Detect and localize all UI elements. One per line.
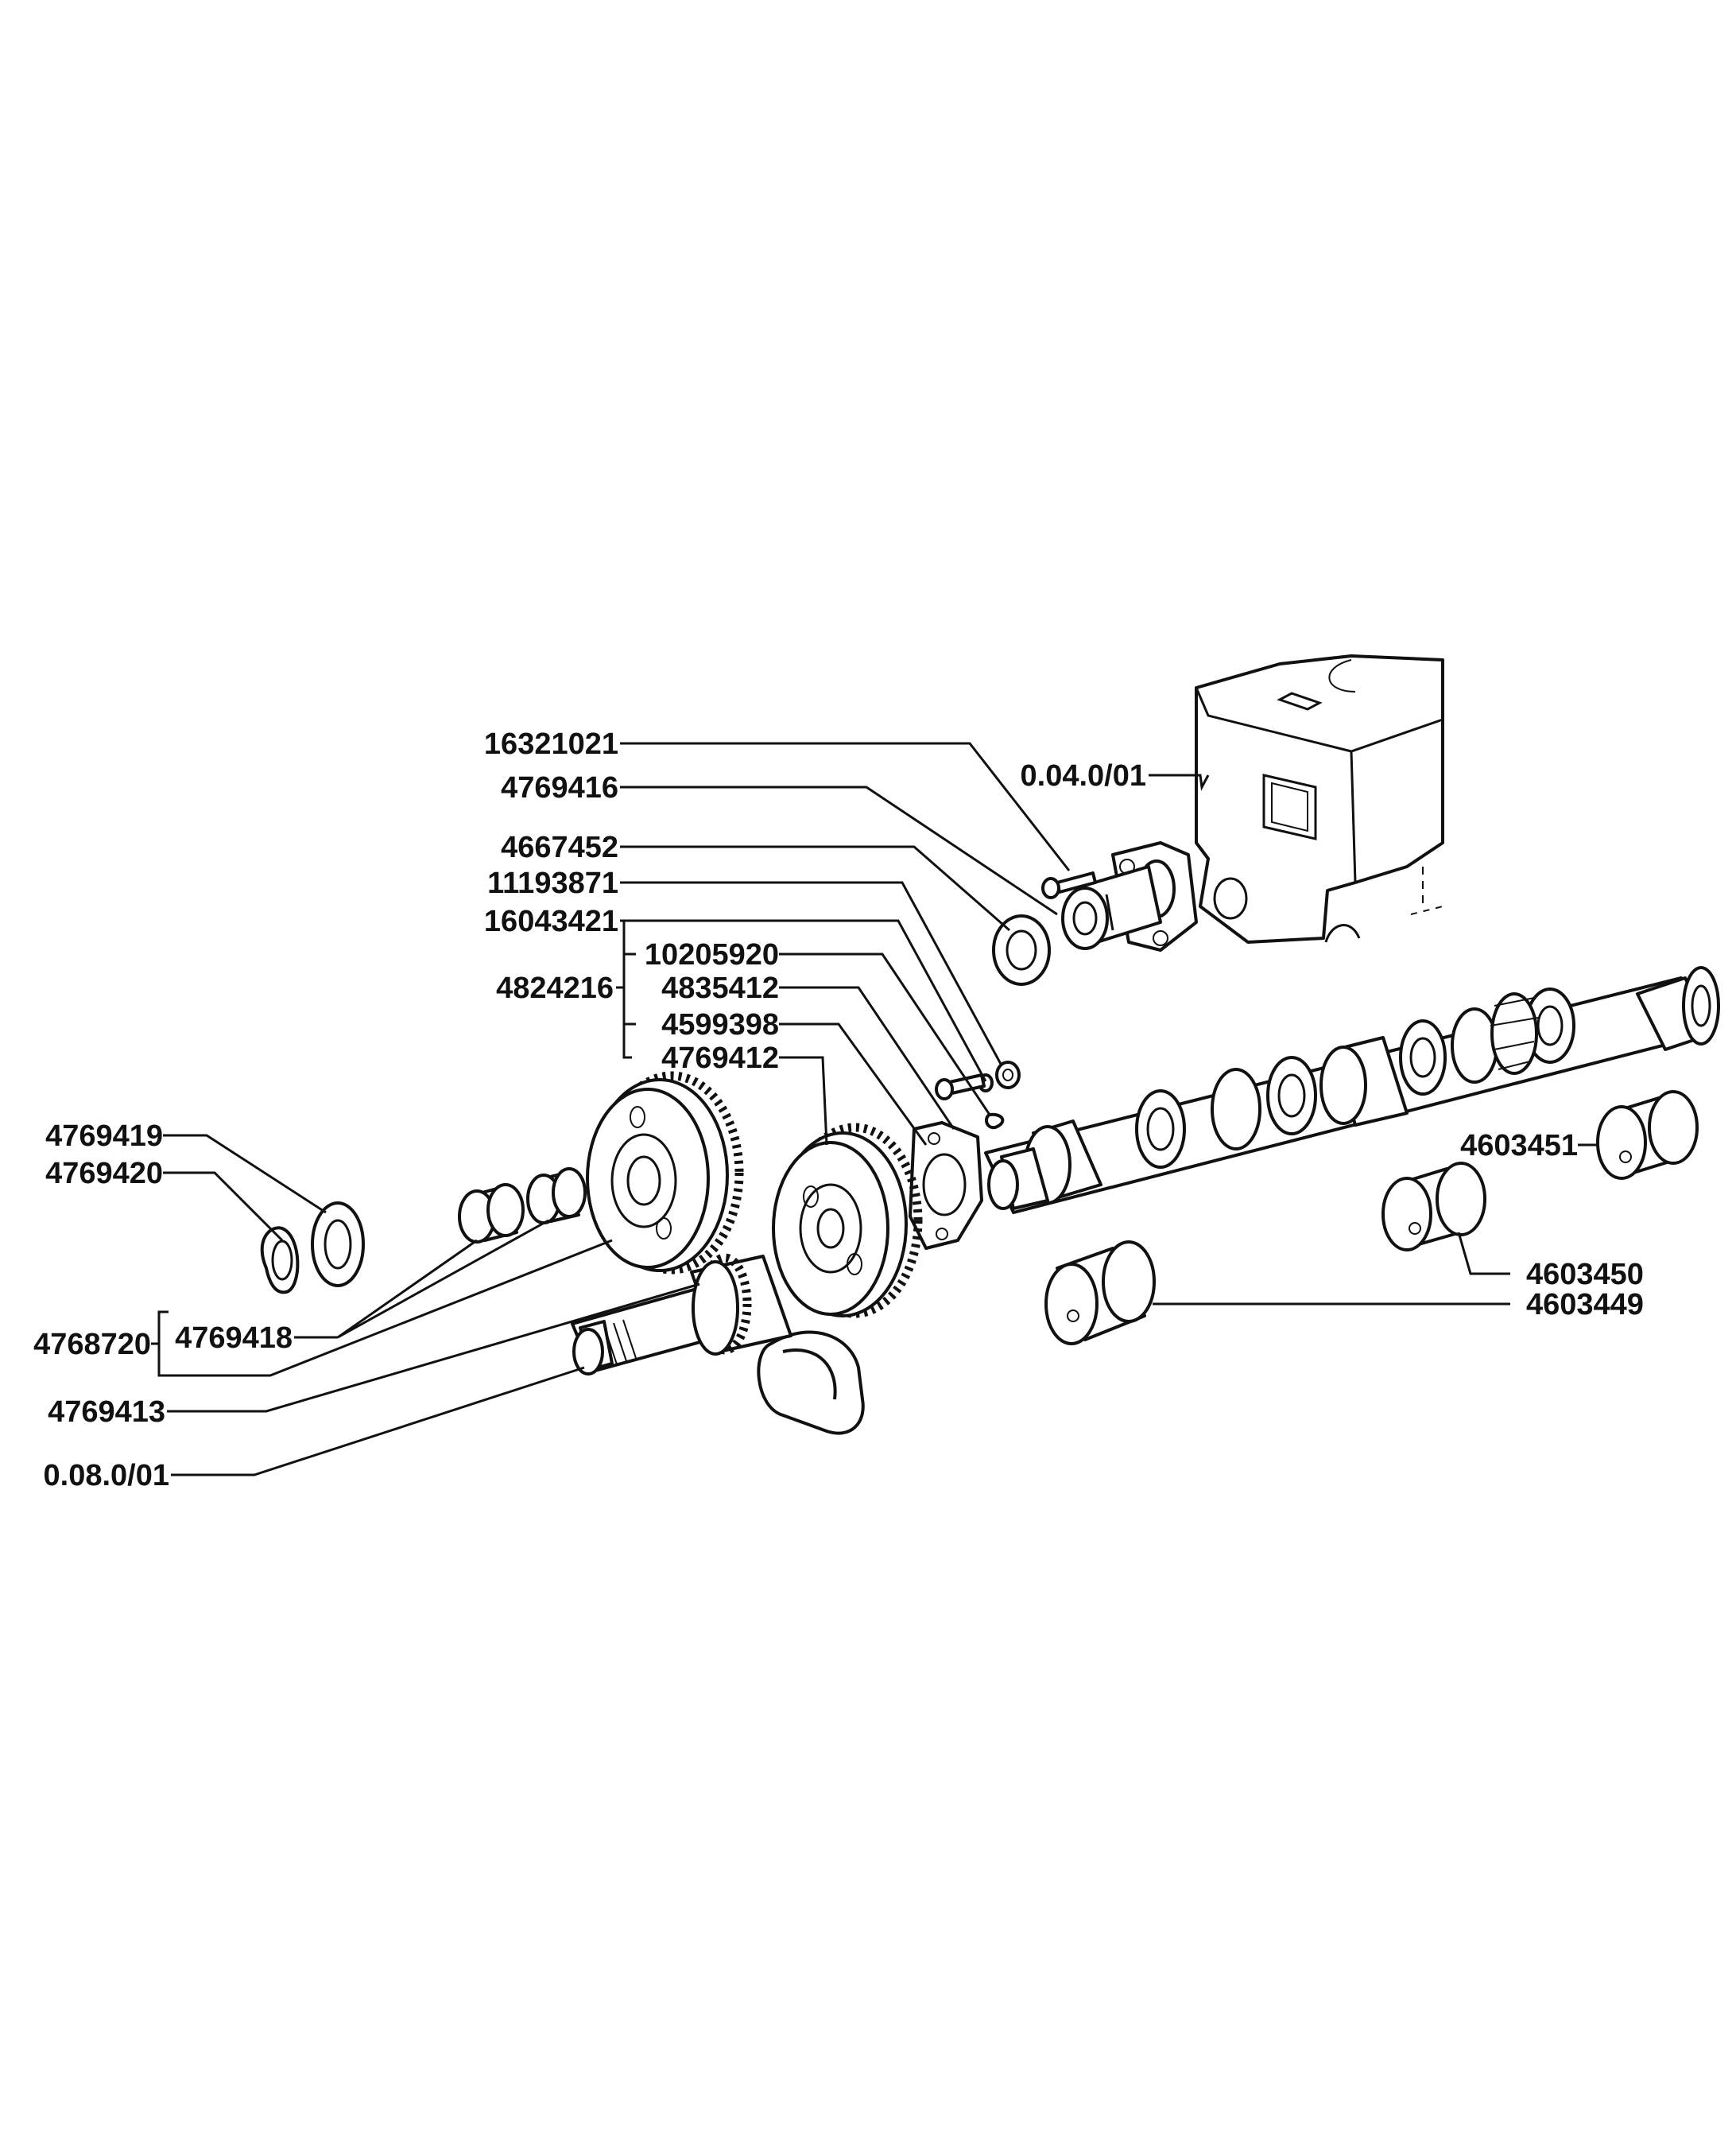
snap-ring-washer-drawing (260, 1201, 365, 1294)
label-4768720: 4768720 (33, 1328, 151, 1361)
label-4769419: 4769419 (45, 1119, 163, 1153)
label-4769412: 4769412 (661, 1042, 779, 1075)
camshaft-bushes-drawing (1044, 1090, 1699, 1345)
label-4603451: 4603451 (1460, 1129, 1578, 1162)
label-4769416: 4769416 (501, 771, 618, 805)
engine-block-drawing (1195, 654, 1444, 944)
camshaft-drawing (984, 966, 1720, 1214)
crankshaft-drawing (571, 1253, 865, 1435)
leader-lines (151, 742, 1598, 1476)
flange-bush-drawing (1041, 841, 1198, 952)
part-labels: 16321021 4769416 4667452 11193871 160434… (33, 728, 1644, 1492)
label-4667452: 4667452 (501, 831, 618, 864)
label-4603450: 4603450 (1526, 1258, 1644, 1291)
label-10205920: 10205920 (645, 938, 779, 972)
label-4835412: 4835412 (661, 972, 779, 1005)
label-0-08-0-01: 0.08.0/01 (44, 1459, 169, 1492)
label-4599398: 4599398 (661, 1008, 779, 1042)
camshaft-gear-drawing (772, 1123, 923, 1318)
label-11193871: 11193871 (487, 867, 618, 900)
label-4769420: 4769420 (45, 1157, 163, 1190)
label-16321021: 16321021 (484, 728, 618, 761)
idler-gear-drawing (586, 1071, 744, 1275)
label-4824216: 4824216 (496, 972, 614, 1005)
label-4603449: 4603449 (1526, 1288, 1644, 1321)
retaining-plate-drawing (909, 1121, 983, 1250)
label-16043421: 16043421 (484, 905, 618, 938)
small-fasteners-drawing (935, 1061, 1021, 1130)
label-4769413: 4769413 (48, 1395, 165, 1429)
label-4769418: 4769418 (175, 1321, 293, 1355)
thrust-washer-drawing (992, 914, 1051, 986)
label-0-04-0-01: 0.04.0/01 (1021, 759, 1146, 793)
idler-bushings-drawing (458, 1167, 587, 1244)
